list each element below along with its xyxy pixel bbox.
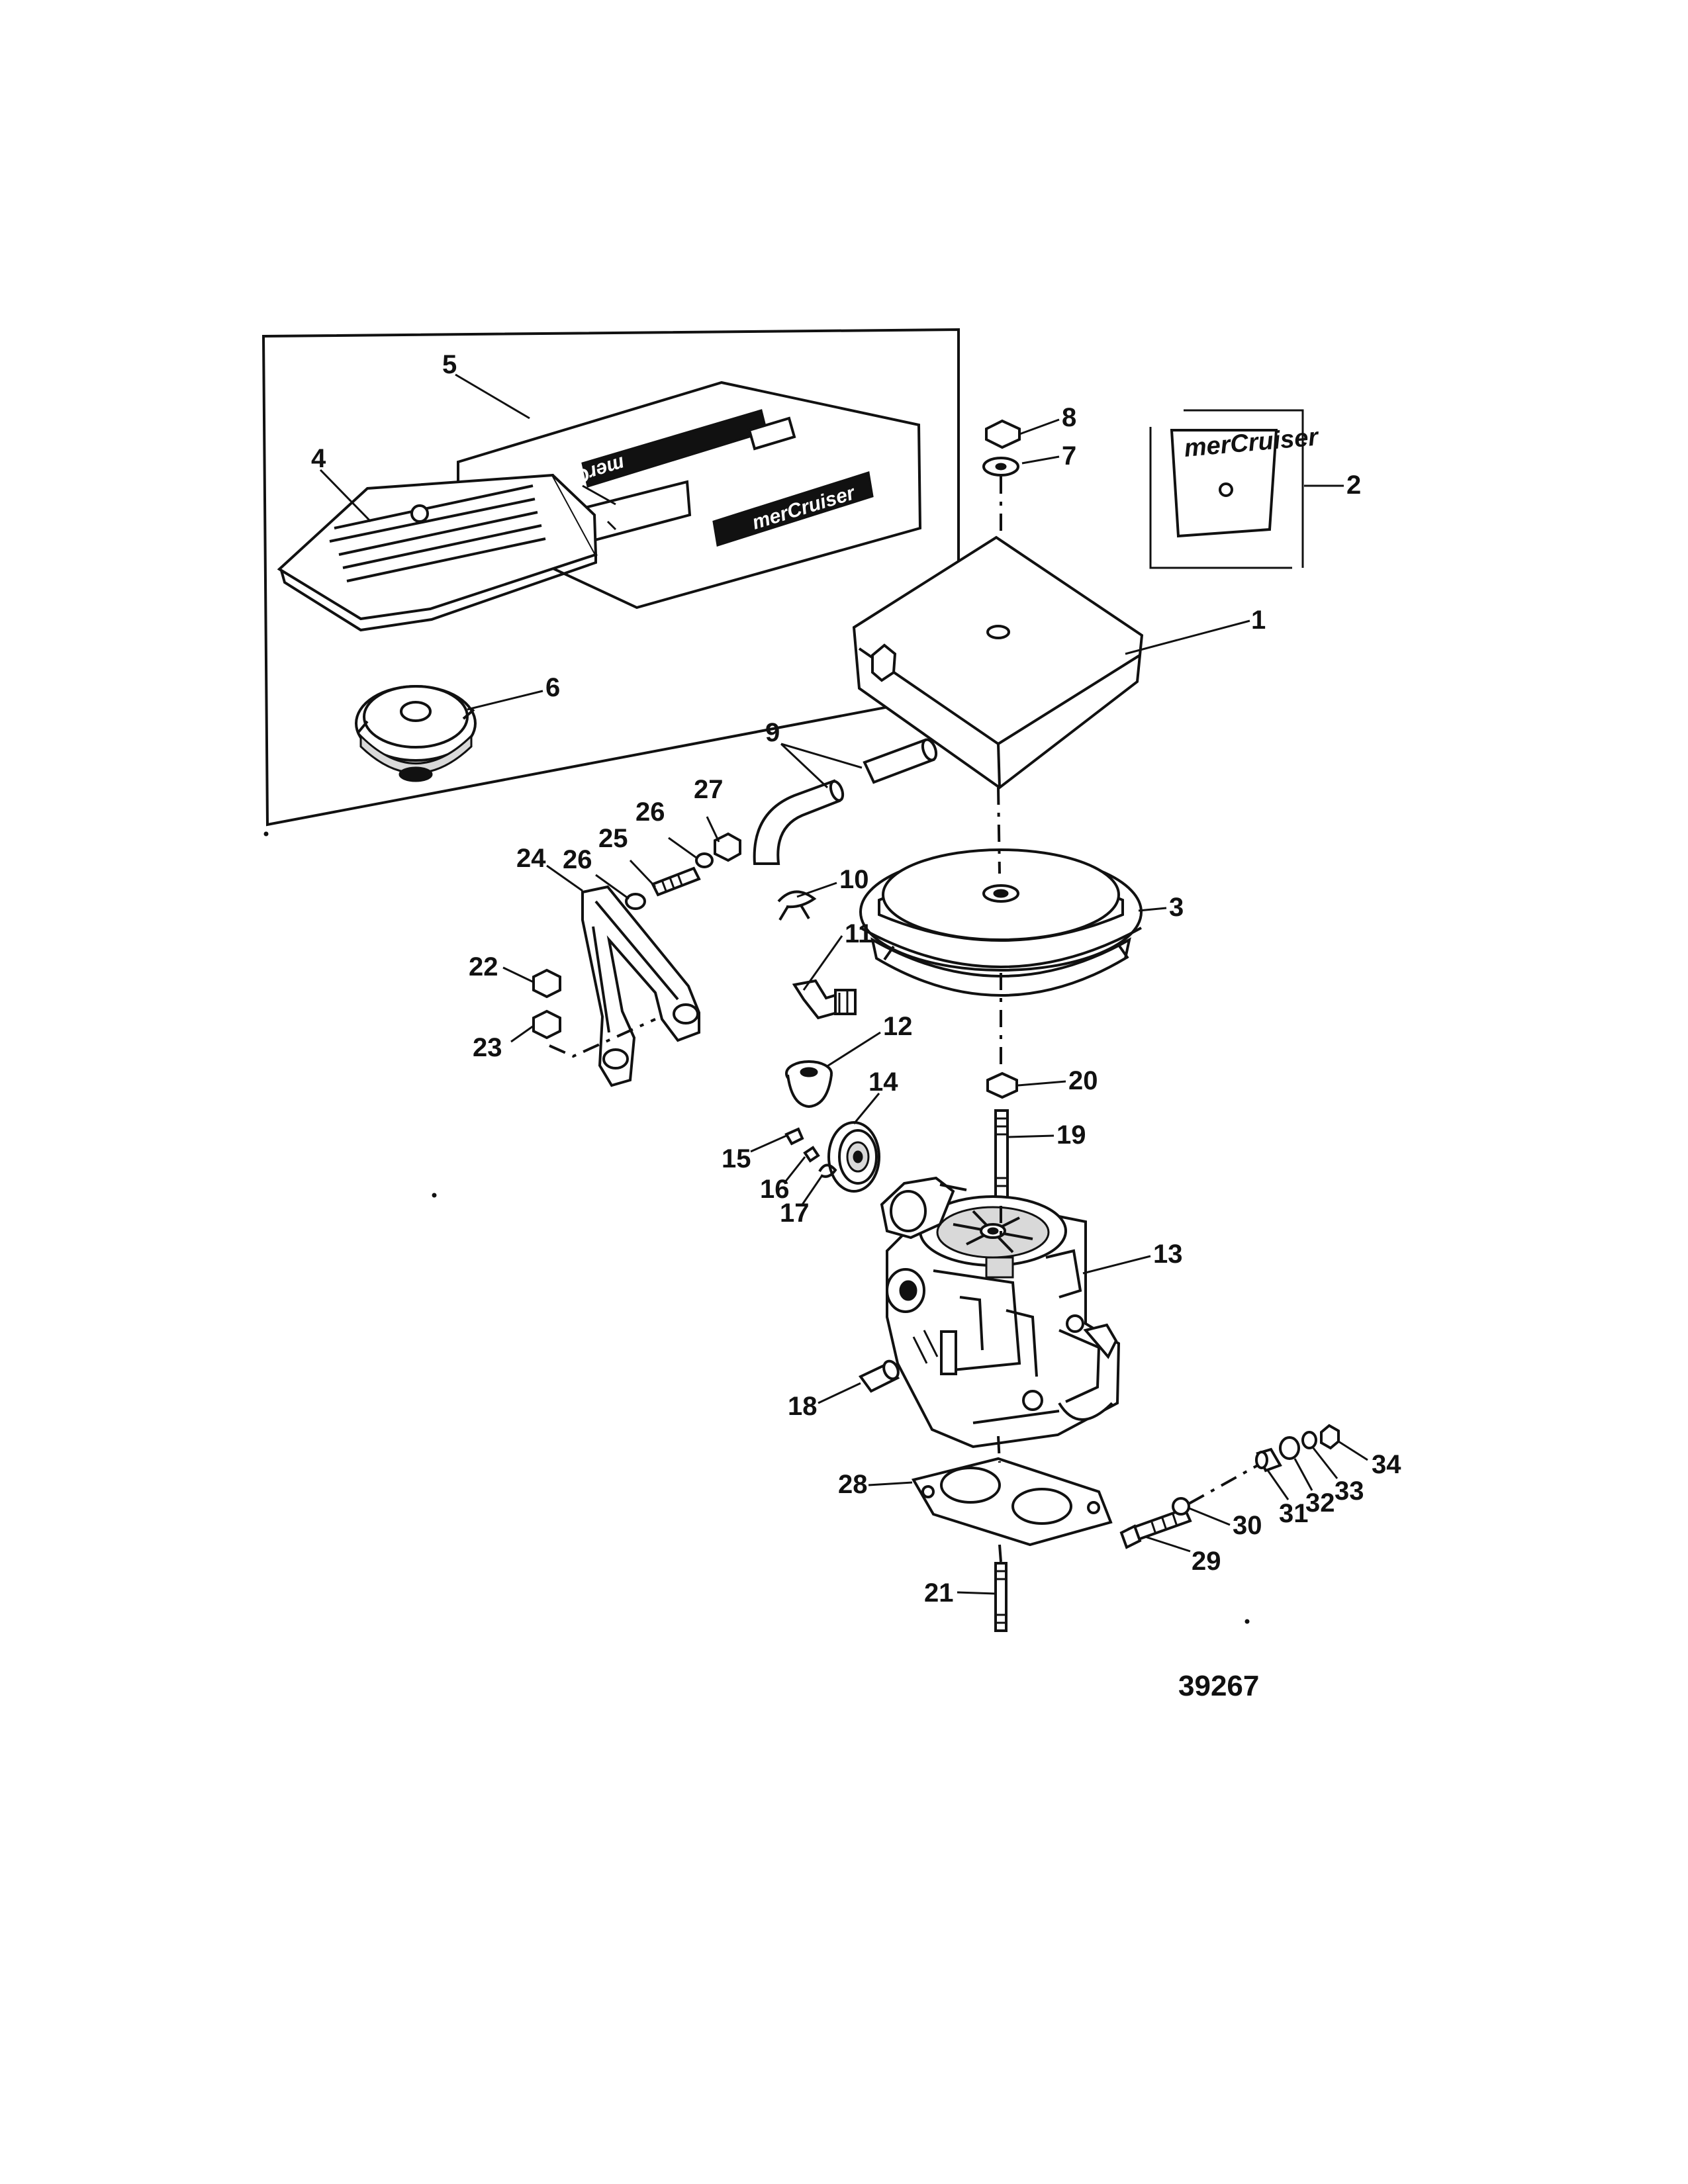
lockwasher-33	[1301, 1431, 1317, 1449]
washer-26-lower	[625, 893, 646, 910]
stud-21	[994, 1562, 1008, 1632]
clamp-10	[777, 890, 817, 921]
callout-7: 7	[1062, 441, 1076, 471]
callout-28: 28	[838, 1470, 868, 1499]
figure-number: 39267	[1178, 1670, 1259, 1702]
nut-20	[986, 1071, 1018, 1099]
callout-31: 31	[1279, 1499, 1309, 1528]
nut-8	[985, 419, 1021, 449]
washer-30	[1172, 1497, 1190, 1516]
bolt-29	[1119, 1507, 1192, 1549]
washer-32	[1279, 1436, 1300, 1460]
callout-19: 19	[1056, 1120, 1086, 1150]
callout-21: 21	[924, 1578, 954, 1608]
leader-lines	[319, 373, 1368, 1595]
stud-25	[651, 866, 701, 897]
callout-10: 10	[839, 865, 869, 894]
centerline-main	[997, 477, 1002, 1563]
callout-3: 3	[1169, 893, 1184, 922]
callout-32: 32	[1305, 1488, 1335, 1518]
callout-16: 16	[760, 1175, 790, 1204]
callout-24: 24	[516, 844, 546, 873]
cover-mount	[355, 685, 477, 782]
callout-29: 29	[1192, 1547, 1221, 1576]
stud-19	[994, 1109, 1009, 1199]
callout-14: 14	[868, 1068, 898, 1097]
callout-2: 2	[1346, 471, 1361, 500]
callout-6: 6	[545, 673, 560, 702]
callout-30: 30	[1233, 1511, 1262, 1540]
nut-34	[1320, 1424, 1340, 1450]
air-cleaner-base	[859, 848, 1143, 997]
callout-26b: 26	[563, 845, 592, 874]
callout-22: 22	[469, 952, 498, 981]
engine-cover	[277, 473, 598, 632]
callout-23: 23	[473, 1033, 502, 1062]
air-cleaner-cover	[852, 535, 1144, 790]
nut-27	[714, 832, 741, 862]
centerline-bolt	[1188, 1464, 1258, 1505]
callout-4: 4	[311, 444, 326, 473]
decal-box: merCruiser	[1149, 409, 1321, 569]
nut-22	[532, 968, 561, 999]
carburetor-13	[880, 1176, 1121, 1449]
gasket-28	[911, 1457, 1113, 1547]
callout-33: 33	[1335, 1477, 1364, 1506]
callout-27: 27	[694, 775, 724, 804]
callout-12: 12	[883, 1012, 913, 1041]
callout-11: 11	[845, 919, 872, 948]
callout-34: 34	[1372, 1450, 1401, 1479]
choke-pull-off-14	[827, 1121, 880, 1193]
lockwasher-16	[803, 1146, 820, 1163]
callout-1: 1	[1251, 606, 1266, 635]
callout-5: 5	[442, 350, 457, 379]
clip-17	[818, 1163, 837, 1178]
callout-18: 18	[788, 1392, 818, 1421]
callout-9: 9	[765, 718, 780, 747]
callout-labels: 1 2 3 4 5 6 7 8 9 10 11 12 13 14 15 16 1…	[311, 350, 1401, 1608]
callout-15: 15	[722, 1144, 751, 1173]
screw-15	[784, 1127, 804, 1146]
nut-23	[532, 1009, 656, 1058]
bracket-24	[581, 885, 700, 1087]
callout-25: 25	[598, 824, 628, 853]
plug-18	[858, 1359, 900, 1393]
callout-17: 17	[780, 1199, 810, 1228]
callout-20: 20	[1068, 1066, 1098, 1095]
spacer-31	[1255, 1447, 1282, 1473]
callout-13: 13	[1153, 1240, 1183, 1269]
elbow-fitting-11	[792, 979, 857, 1020]
callout-8: 8	[1062, 403, 1076, 432]
grommet-12	[785, 1060, 833, 1109]
washer-26-upper	[695, 852, 714, 868]
hose-9	[753, 738, 938, 865]
callout-26a: 26	[635, 797, 665, 827]
